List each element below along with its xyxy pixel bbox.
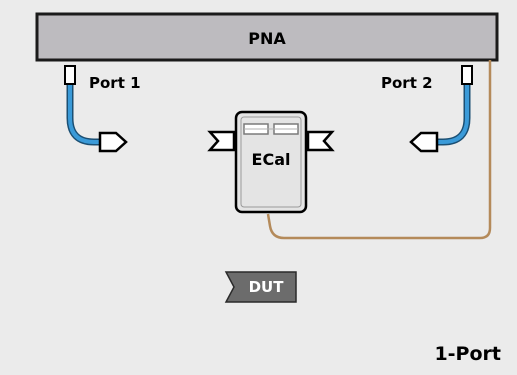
calibration-mode-label: 1-Port (434, 343, 501, 365)
port1-connector (64, 65, 76, 85)
pna-label: PNA (248, 28, 286, 48)
port2-connector (461, 65, 473, 85)
ecal-left-connector (207, 130, 236, 152)
port1-cable-connector (98, 131, 128, 153)
ecal-module[interactable] (234, 110, 308, 214)
pna-instrument-box[interactable] (35, 12, 499, 62)
port2-label: Port 2 (381, 74, 433, 92)
port2-cable-connector (409, 131, 439, 153)
port1-label: Port 1 (89, 74, 141, 92)
ecal-usb-cable (266, 60, 492, 240)
ecal-right-connector (306, 130, 335, 152)
dut-label: DUT (248, 278, 284, 296)
dut-block[interactable] (224, 271, 297, 303)
ecal-label: ECal (251, 150, 291, 169)
